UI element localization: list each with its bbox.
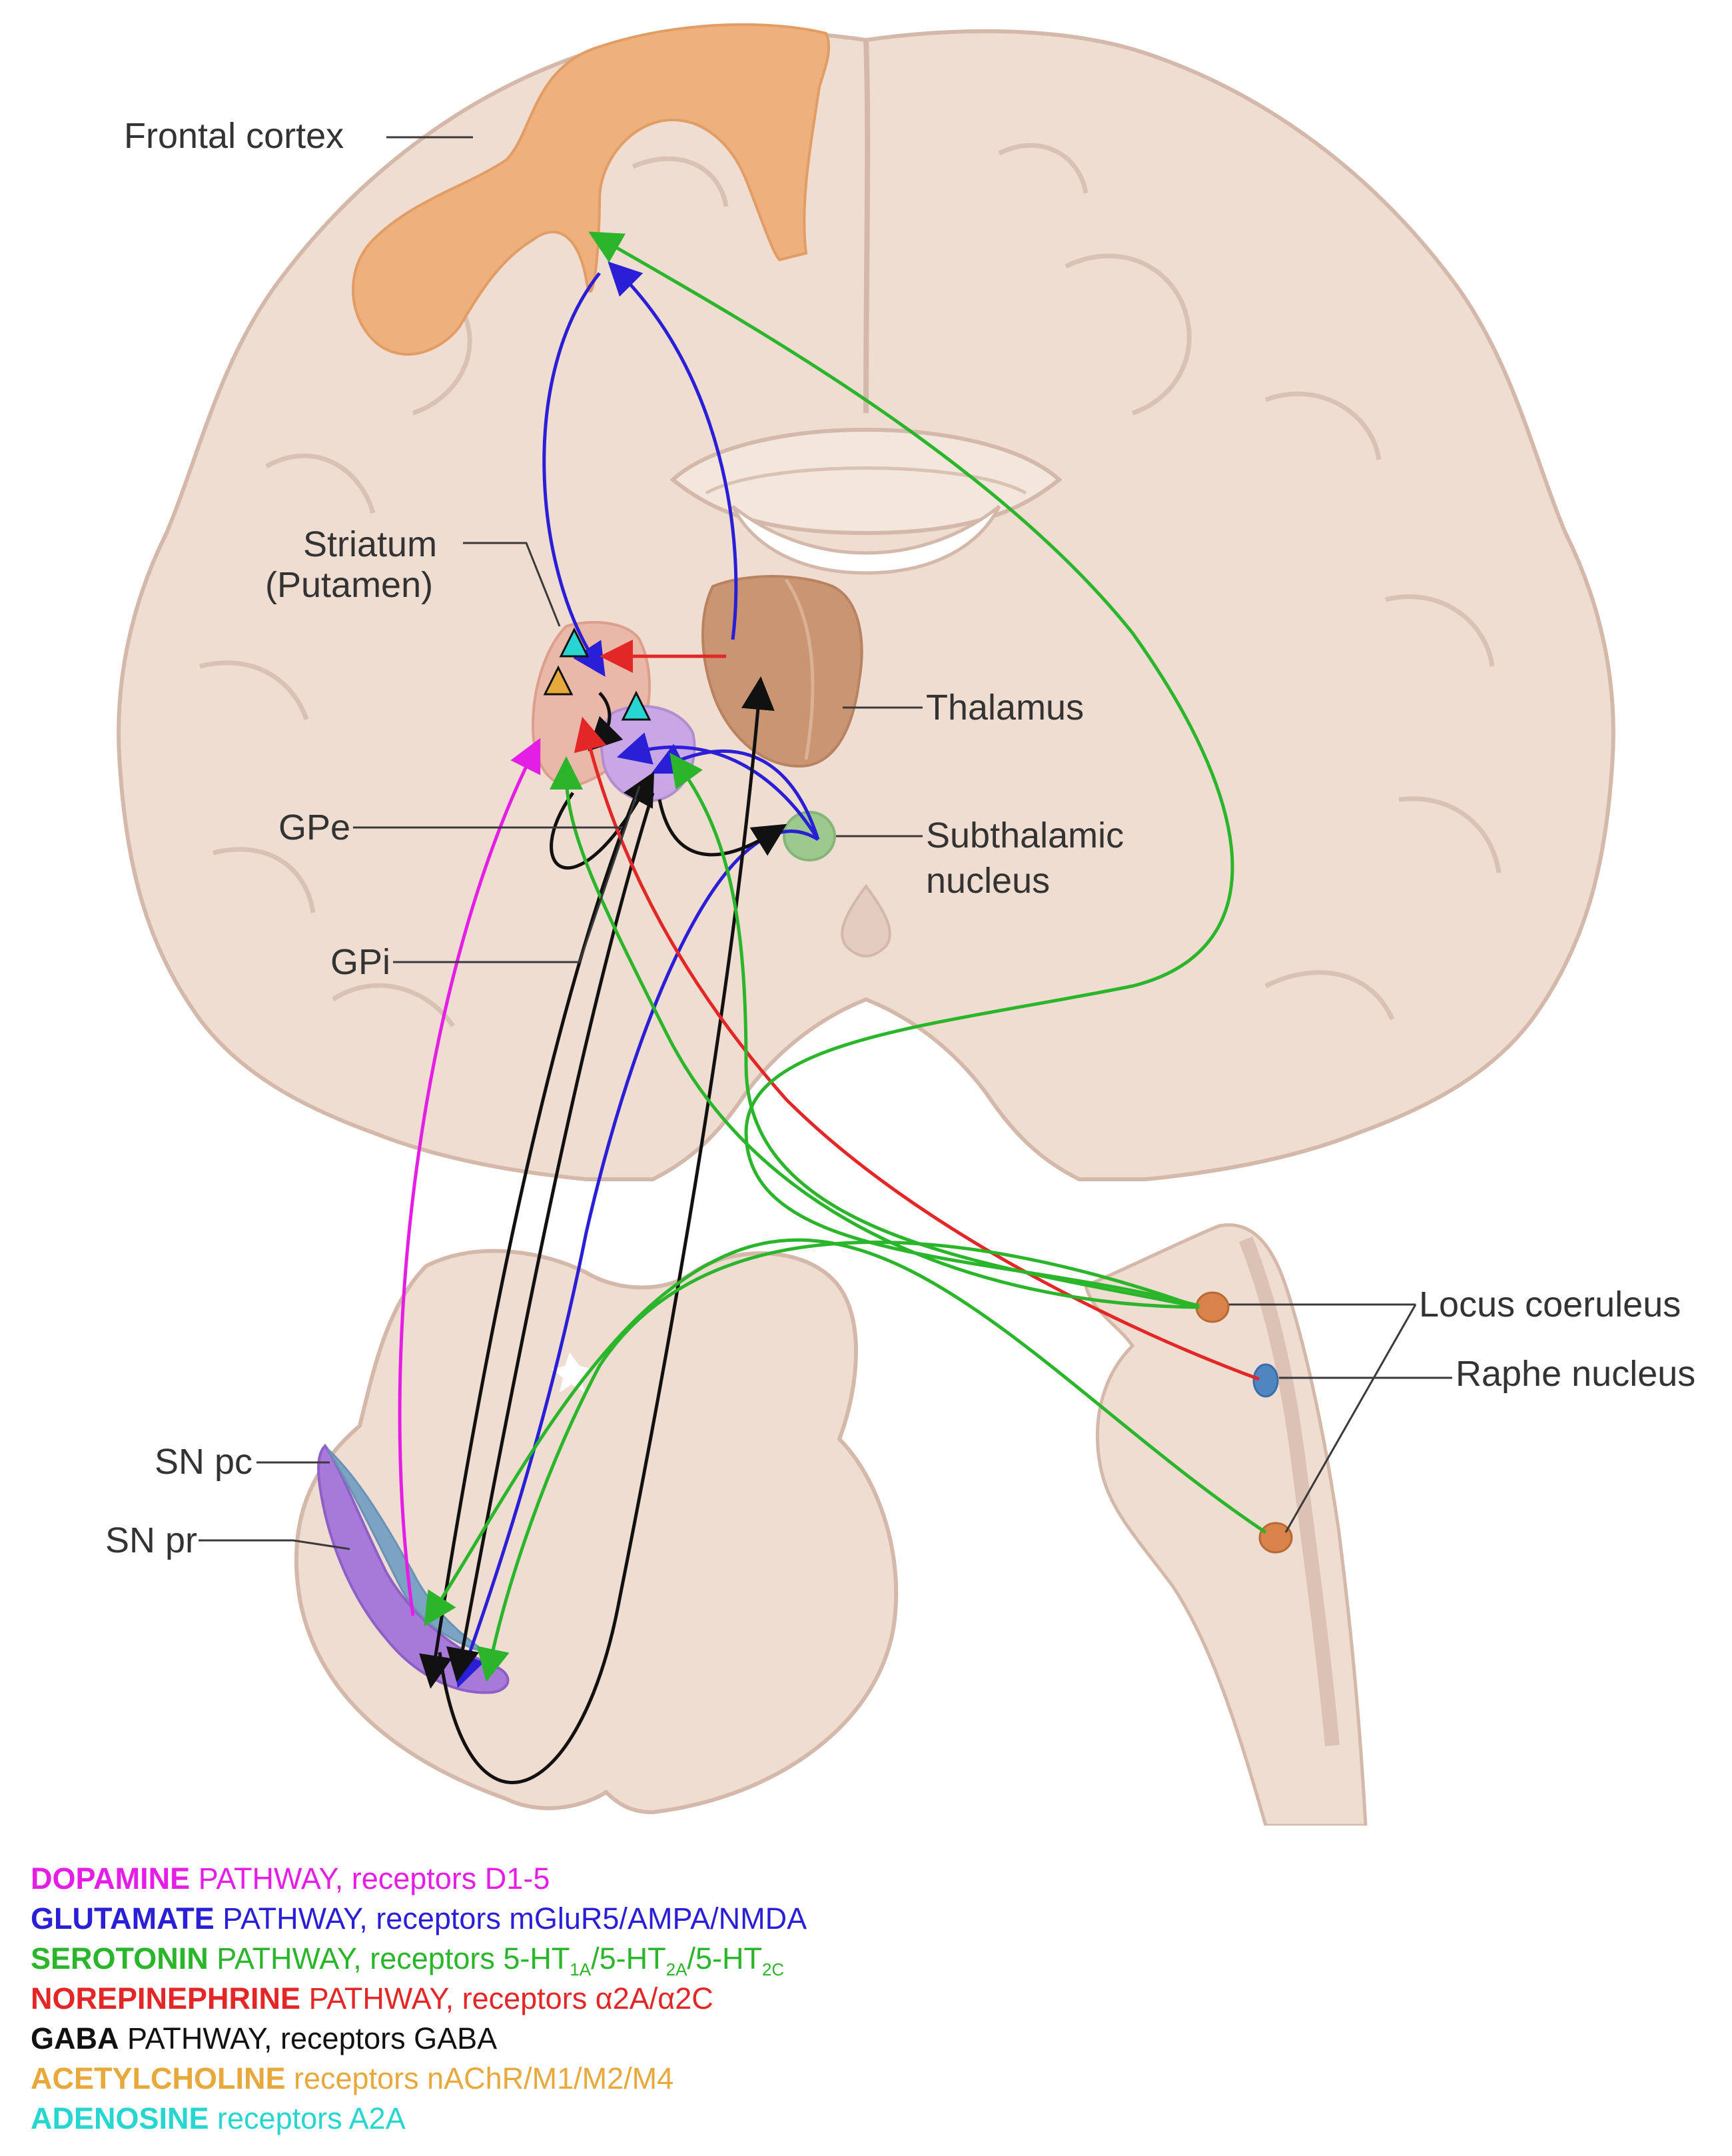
legend-acetylcholine-name: ACETYLCHOLINE (31, 2061, 286, 2095)
gaba-path-gp-sn-2 (446, 792, 655, 1682)
locus-coeruleus-lower (1258, 1522, 1293, 1554)
raphe-nucleus-node (1252, 1363, 1279, 1398)
label-raphe-nucleus: Raphe nucleus (1456, 1354, 1695, 1394)
legend-glutamate-name: GLUTAMATE (31, 1901, 215, 1935)
gaba-path-gp-sn-1 (419, 786, 642, 1689)
legend-gaba-name: GABA (31, 2021, 119, 2055)
serotonin-path-lc-gp (669, 752, 1200, 1309)
legend-row-dopamine: DOPAMINE PATHWAY, receptors D1-5 (31, 1859, 1629, 1899)
glutamate-path-stn-gpe (616, 732, 820, 841)
legend-serotonin-name: SEROTONIN (31, 1941, 209, 1975)
legend-row-adenosine: ADENOSINE receptors A2A (31, 2099, 1629, 2139)
legend-dopamine-text: PATHWAY, receptors D1-5 (190, 1862, 550, 1895)
legend-norepinephrine-name: NOREPINEPHRINE (31, 1981, 301, 2015)
serotonin-path-lc-cortex (588, 231, 1234, 1308)
acetylcholine-receptor-triangle (543, 665, 574, 696)
fourth-ventricle-channel (1238, 1236, 1340, 1747)
gyri-folds (199, 143, 1502, 1027)
legend-norepinephrine-text: PATHWAY, receptors α2A/α2C (300, 1981, 713, 2015)
glutamate-path-cortex-striatum (542, 272, 606, 677)
legend-serotonin-receptor-3-sub: 2C (761, 1959, 785, 1979)
legend-row-norepinephrine: NOREPINEPHRINE PATHWAY, receptors α2A/α2… (31, 1979, 1629, 2019)
legend-dopamine-name: DOPAMINE (31, 1862, 191, 1895)
dopamine-pathways (398, 738, 541, 1616)
label-sn-pr: SN pr (105, 1520, 197, 1560)
serotonin-path-lc-striatum (550, 756, 1200, 1309)
legend-serotonin-receptor-1: 5-HT (503, 1941, 570, 1975)
label-gpi: GPi (330, 942, 390, 982)
lateral-ventricles (731, 505, 1001, 575)
adenosine-receptor-triangle-2 (621, 690, 651, 721)
legend-acetylcholine-text: receptors nAChR/M1/M2/M4 (285, 2061, 674, 2095)
legend-serotonin-receptor-3: /5-HT (687, 1941, 762, 1975)
legend-gaba-text: PATHWAY, receptors GABA (119, 2021, 498, 2055)
legend-serotonin-receptor-2: /5-HT (591, 1941, 666, 1975)
label-subthalamic-sub: nucleus (926, 861, 1050, 901)
legend-adenosine-name: ADENOSINE (31, 2101, 209, 2135)
pathway-legend: DOPAMINE PATHWAY, receptors D1-5 GLUTAMA… (31, 1859, 1629, 2139)
label-frontal-cortex: Frontal cortex (124, 116, 344, 156)
label-sn-pc: SN pc (155, 1442, 252, 1482)
legend-serotonin-receptor-2-sub: 2A (665, 1959, 687, 1979)
serotonin-pathways (424, 231, 1267, 1682)
thalamus-region (701, 575, 863, 768)
brain-coronal-section (117, 29, 1615, 1181)
legend-row-glutamate: GLUTAMATE PATHWAY, receptors mGluR5/AMPA… (31, 1899, 1629, 1939)
third-ventricle (841, 883, 891, 957)
label-thalamus: Thalamus (926, 688, 1084, 728)
label-striatum-sub: (Putamen) (265, 565, 433, 605)
locus-coeruleus-upper (1195, 1291, 1230, 1323)
label-locus-coeruleus: Locus coeruleus (1419, 1285, 1681, 1325)
legend-row-acetylcholine: ACETYLCHOLINE receptors nAChR/M1/M2/M4 (31, 2059, 1629, 2099)
dopamine-path-sn-striatum (398, 738, 541, 1616)
gaba-path-sn-thalamus (438, 676, 775, 1784)
gaba-pathways (419, 676, 787, 1784)
gaba-path-gp-stn (657, 799, 787, 857)
serotonin-path-lc-sn-2 (476, 1241, 1200, 1682)
glutamate-path-stn-sn (452, 829, 819, 1688)
norepinephrine-pathways (574, 640, 1260, 1381)
legend-serotonin-text: PATHWAY, receptors (208, 1941, 504, 1975)
legend-row-serotonin: SEROTONIN PATHWAY, receptors 5-HT1A/5-HT… (31, 1939, 1629, 1979)
brainstem-section (1084, 1223, 1368, 1826)
label-subthalamic: Subthalamic (926, 815, 1124, 855)
legend-row-gaba: GABA PATHWAY, receptors GABA (31, 2019, 1629, 2059)
frontal-cortex-region (352, 23, 831, 356)
norepinephrine-path-raphe-striatum (574, 716, 1260, 1381)
adenosine-receptor-triangle-1 (559, 627, 590, 658)
glutamate-path-thalamus-cortex (608, 261, 738, 640)
brain-outline (117, 29, 1615, 1181)
basal-ganglia-pathway-diagram: Frontal cortex Striatum (Putamen) Thalam… (105, 23, 1695, 1826)
legend-glutamate-text: PATHWAY, receptors mGluR5/AMPA/NMDA (214, 1901, 807, 1935)
midbrain-aqueduct (552, 1352, 593, 1392)
longitudinal-fissure (863, 39, 871, 414)
glutamate-pathways (452, 261, 820, 1688)
label-striatum: Striatum (303, 524, 437, 564)
serotonin-path-lc-sn (424, 1238, 1267, 1626)
label-gpe: GPe (278, 808, 350, 847)
legend-serotonin-receptor-1-sub: 1A (570, 1959, 592, 1979)
legend-adenosine-text: receptors A2A (209, 2101, 406, 2135)
